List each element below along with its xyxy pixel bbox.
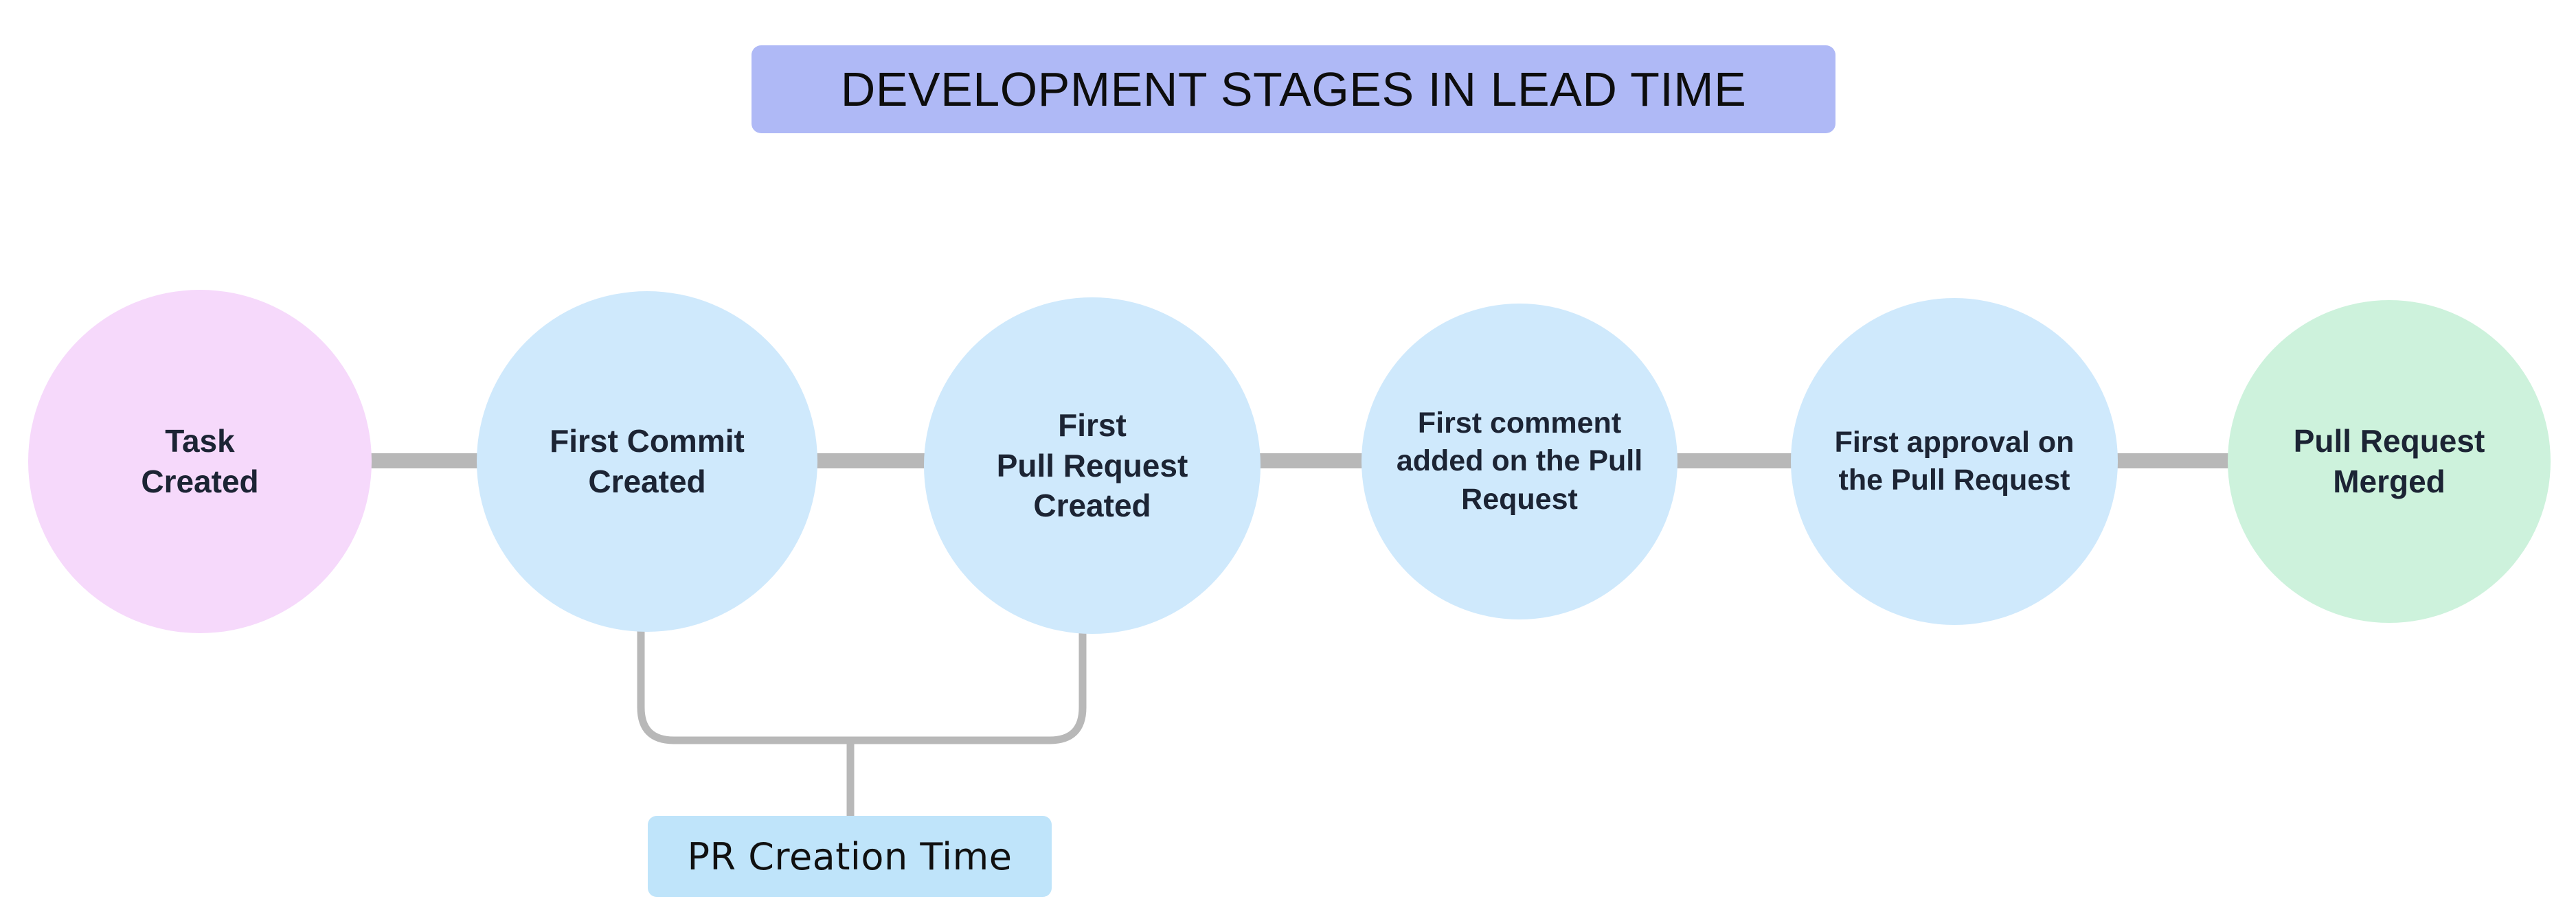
connector-task-to-commit <box>367 453 480 468</box>
connector-commit-to-pr <box>812 453 929 468</box>
stage-label: Task Created <box>141 423 259 499</box>
stage-label: First Pull Request Created <box>996 407 1188 524</box>
connector-approval-to-merged <box>2114 453 2230 468</box>
diagram-title-banner: DEVELOPMENT STAGES IN LEAD TIME <box>752 45 1835 133</box>
stage-label: First approval on the Pull Request <box>1834 425 2075 497</box>
stage-node-first-commit-created[interactable]: First Commit Created <box>477 291 817 632</box>
measure-badge-pr-creation-time[interactable]: PR Creation Time <box>648 816 1052 897</box>
stage-node-first-approval-on-pull-request[interactable]: First approval on the Pull Request <box>1791 298 2118 625</box>
measure-badge-label: PR Creation Time <box>687 834 1013 878</box>
page-title: DEVELOPMENT STAGES IN LEAD TIME <box>840 62 1747 116</box>
connector-comment-to-approval <box>1675 453 1793 468</box>
stage-node-task-created[interactable]: Task Created <box>28 290 372 633</box>
stage-label: Pull Request Merged <box>2293 423 2485 499</box>
stage-node-first-comment-on-pull-request[interactable]: First comment added on the Pull Request <box>1362 304 1677 619</box>
stage-label: First Commit Created <box>550 423 745 499</box>
stage-node-pull-request-merged[interactable]: Pull Request Merged <box>2228 300 2551 623</box>
stage-node-first-pull-request-created[interactable]: First Pull Request Created <box>924 297 1261 634</box>
measure-bracket <box>637 628 1087 744</box>
stage-label: First comment added on the Pull Request <box>1396 407 1643 516</box>
connector-pr-to-comment <box>1257 453 1364 468</box>
